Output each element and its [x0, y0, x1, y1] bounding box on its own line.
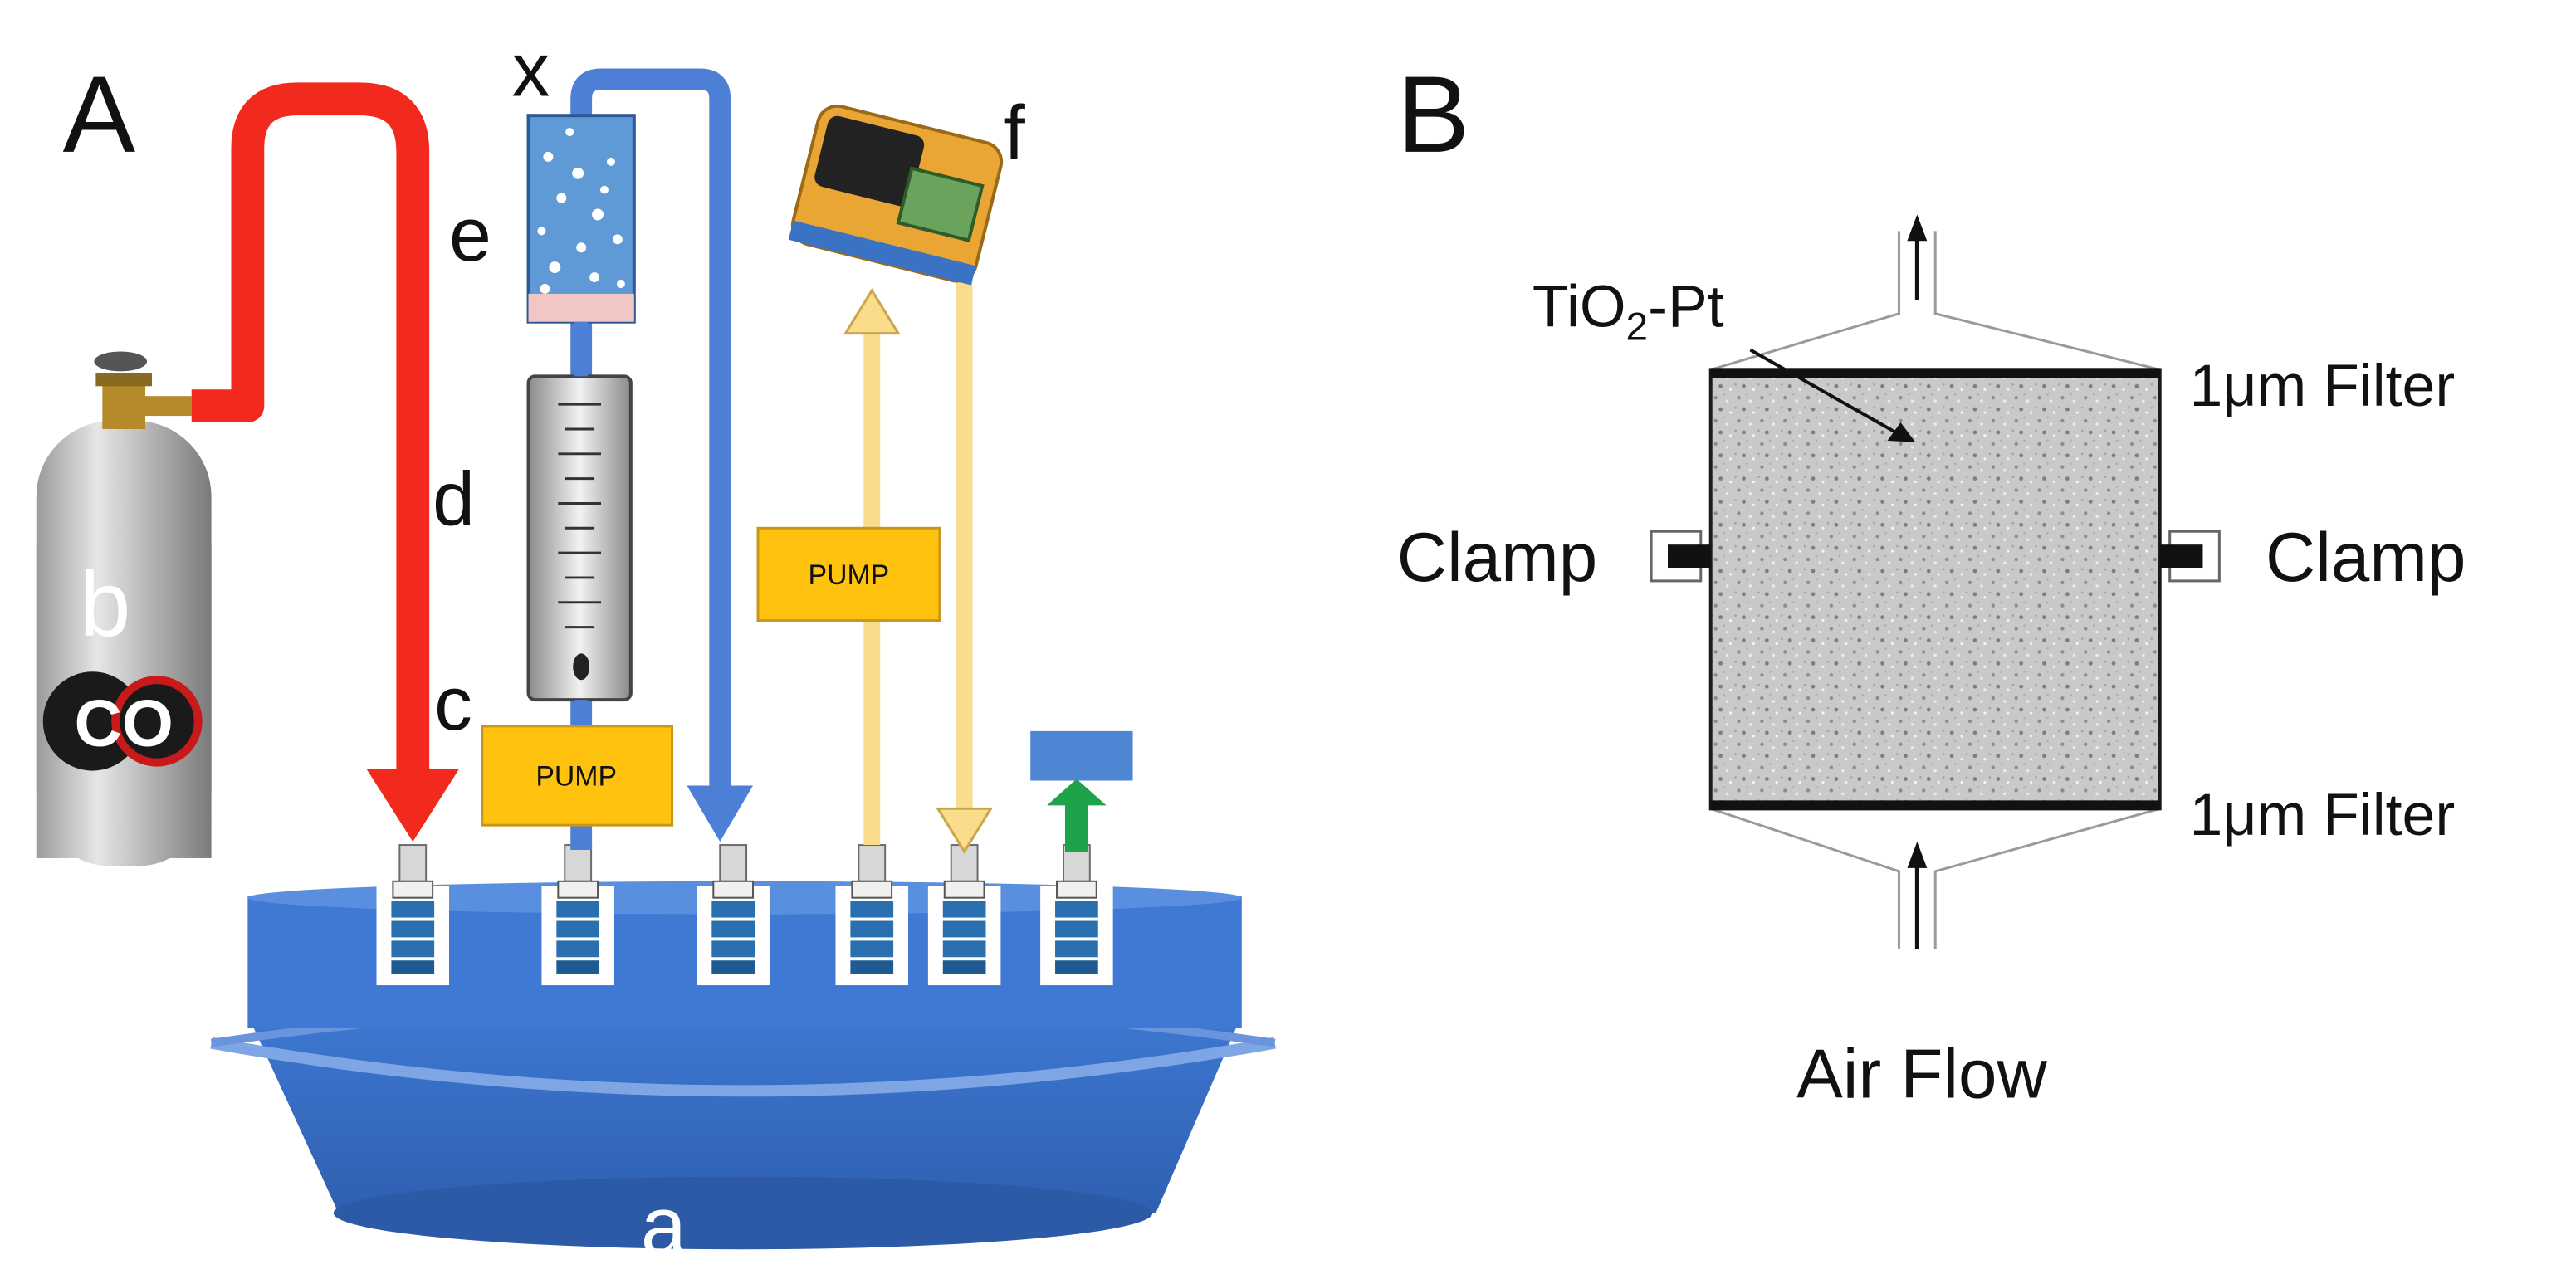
- air-flow-label: Air Flow: [1796, 1034, 2047, 1112]
- pump-sampler: PUMP: [756, 526, 941, 622]
- pump-c-label: PUMP: [535, 760, 617, 792]
- pump-c: PUMP: [481, 725, 674, 827]
- right-clamp-block: [2159, 530, 2221, 583]
- recirculation-line: [570, 68, 754, 851]
- port-fitting-5: [942, 844, 986, 974]
- desiccant-column: [526, 114, 636, 324]
- panel-a: A a: [36, 27, 1276, 1272]
- label-x: x: [512, 27, 550, 112]
- gas-detector: [788, 104, 1004, 286]
- catalyst-label-sub: 2: [1626, 305, 1649, 349]
- co-badge-text: CO: [75, 686, 174, 760]
- vent-cap: [1030, 730, 1133, 852]
- catalyst-label-suffix: -Pt: [1648, 274, 1724, 340]
- panel-a-label: A: [63, 53, 136, 175]
- bottom-filter-label: 1μm Filter: [2190, 782, 2456, 848]
- co-badge: CO: [42, 671, 203, 771]
- left-clamp-label: Clamp: [1397, 518, 1597, 596]
- right-clamp-label: Clamp: [2266, 518, 2466, 596]
- label-b: b: [79, 552, 130, 656]
- co-supply-line: [191, 82, 459, 842]
- label-f: f: [1004, 90, 1025, 175]
- catalyst-label: TiO2-Pt: [1532, 274, 1724, 349]
- port-fitting-1: [391, 844, 435, 974]
- left-clamp-block: [1650, 530, 1711, 583]
- outflow-arrow: [1907, 214, 1928, 300]
- label-e: e: [449, 193, 491, 277]
- port-fitting-3: [711, 844, 755, 974]
- flowmeter: [526, 321, 633, 726]
- port-fitting-2: [556, 844, 600, 974]
- label-a: a: [641, 1180, 687, 1272]
- label-c: c: [434, 661, 472, 746]
- port-fittings: [391, 844, 1098, 974]
- label-d: d: [433, 456, 475, 541]
- pump-sampler-label: PUMP: [809, 559, 890, 591]
- panel-b-label: B: [1397, 53, 1470, 175]
- catalyst-label-main: TiO: [1532, 274, 1626, 340]
- top-filter-label: 1μm Filter: [2190, 353, 2456, 419]
- panel-b: B: [1397, 53, 2466, 1112]
- catalyst-pointer: [1749, 348, 1916, 442]
- catalyst-bed: [1708, 368, 2162, 811]
- port-fitting-6: [1055, 844, 1098, 974]
- port-fitting-4: [850, 844, 894, 974]
- reactor-funnels: [1710, 231, 2161, 949]
- inflow-arrow: [1907, 842, 1928, 949]
